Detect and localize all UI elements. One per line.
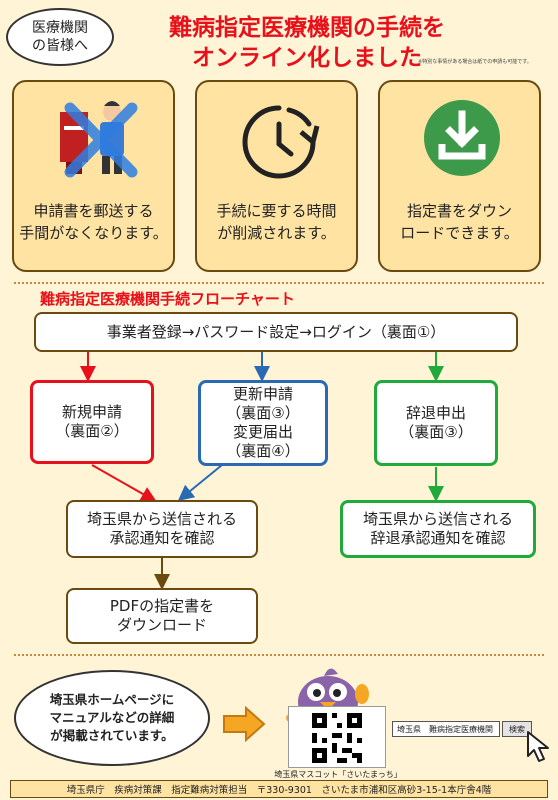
clock-icon <box>242 105 320 179</box>
mouse-cursor-icon <box>527 731 549 762</box>
mascot-caption: 埼玉県マスコット「さいたまっち」 <box>274 770 402 779</box>
separator <box>14 282 544 284</box>
search-button[interactable]: 検索 <box>502 721 532 737</box>
card-text: 指定書をダウン ロードできます。 <box>400 202 519 242</box>
homepage-info-bubble: 埼玉県ホームページに マニュアルなどの詳細 が掲載されています。 <box>14 670 210 766</box>
card-time-saving: 手続に要する時間 が削減されます。 <box>195 80 358 272</box>
flow-step-login: 事業者登録→パスワード設定→ログイン（裏面①） <box>34 312 518 352</box>
mail-cancel-icon <box>60 101 138 178</box>
flowchart-title: 難病指定医療機関手続フローチャート <box>40 290 295 308</box>
arrow-renewal-to-approval <box>177 464 223 502</box>
flow-approval-confirm: 埼玉県から送信される 承認通知を確認 <box>66 500 258 558</box>
qr-code-icon[interactable] <box>312 713 362 763</box>
search-input[interactable]: 埼玉県 難病指定医療機関 <box>392 721 500 737</box>
flow-renewal-change: 更新申請 （裏面③） 変更届出 （裏面④） <box>198 380 328 466</box>
flow-withdrawal: 辞退申出 （裏面③） <box>374 380 498 466</box>
paper-note: ※特別な事情がある場合は紙での申請も可能です。 <box>418 59 532 65</box>
arrow-new-to-approval <box>91 464 157 502</box>
separator <box>14 654 544 656</box>
qr-code-panel <box>288 706 386 768</box>
footer-contact: 埼玉県庁 疾病対策課 指定難病対策担当 〒330-9301 さいたま市浦和区高砂… <box>10 780 548 798</box>
card-text: 申請書を郵送する 手間がなくなります。 <box>19 202 168 242</box>
page-title-line1: 難病指定医療機関の手続を <box>169 15 445 41</box>
download-icon <box>424 100 500 176</box>
arrow-right-icon <box>223 706 266 742</box>
flow-new-application: 新規申請 （裏面②） <box>30 380 154 464</box>
flowchart-arrows <box>80 352 444 590</box>
card-download: 指定書をダウン ロードできます。 <box>378 80 541 272</box>
page-title-line2: オンライン化しました <box>192 45 422 71</box>
card-no-mailing: 申請書を郵送する 手間がなくなります。 <box>12 80 175 272</box>
flow-pdf-download: PDFの指定書を ダウンロード <box>66 588 258 644</box>
card-text: 手続に要する時間 が削減されます。 <box>216 202 337 242</box>
greeting-bubble: 医療機関 の皆様へ <box>6 8 114 66</box>
flow-withdraw-confirm: 埼玉県から送信される 辞退承認通知を確認 <box>340 500 536 558</box>
